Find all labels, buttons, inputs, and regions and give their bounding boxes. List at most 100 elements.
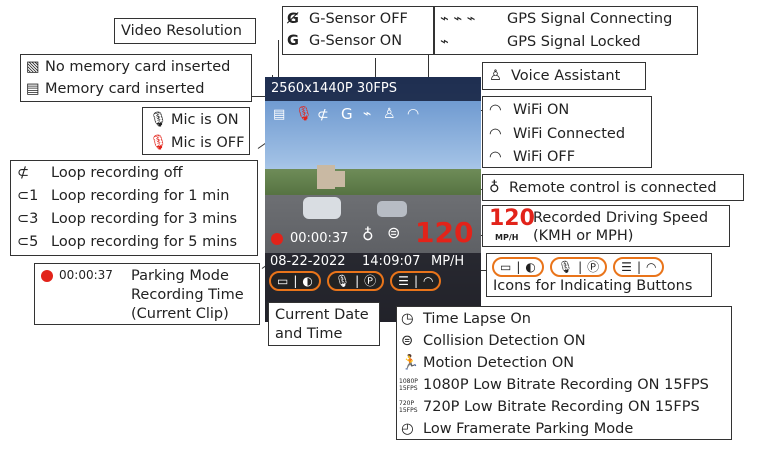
callout-remote: ♁ Remote control is connected: [482, 174, 744, 201]
voice-assistant-icon: ♙: [383, 106, 396, 122]
mic-icon: 🎙: [557, 260, 574, 274]
speed-value: 120: [489, 206, 535, 231]
card-icon: ▤: [26, 81, 40, 97]
loop-3-icon: ⊂3: [17, 211, 39, 227]
camera-icon: ▭: [500, 260, 512, 274]
callout-text: GPS Signal Locked: [507, 34, 641, 50]
callout-text: Voice Assistant: [511, 68, 621, 84]
callout-voice-assistant: ♙ Voice Assistant: [482, 62, 646, 90]
wifi-connected-icon: ◠: [489, 126, 502, 142]
callout-text: Recorded Driving Speed: [533, 210, 709, 226]
gps-locked-icon: ⌁: [440, 34, 449, 50]
callout-text: (Current Clip): [131, 306, 229, 322]
callout-memory-card: ▧ No memory card inserted ▤ Memory card …: [20, 54, 252, 102]
motion-icon: 🏃: [401, 355, 420, 371]
callout-modes: ◷ Time Lapse On ⊜ Collision Detection ON…: [396, 306, 732, 440]
callout-text: Low Framerate Parking Mode: [423, 421, 634, 437]
speed-unit: MP/H: [495, 233, 519, 242]
screen-button-menu[interactable]: ☰|◠: [390, 271, 442, 291]
collision-icon: ⊜: [387, 223, 401, 242]
callout-text: GPS Signal Connecting: [507, 11, 673, 27]
speed-readout: 120: [415, 216, 474, 249]
callout-text: Motion Detection ON: [423, 355, 575, 371]
loop-1-icon: ⊂1: [17, 188, 39, 204]
wifi-on-icon: ◠: [489, 102, 502, 118]
no-card-icon: ▧: [26, 59, 40, 75]
timelapse-icon: ◷: [401, 311, 414, 327]
mic-off-icon: 🎙: [149, 135, 168, 151]
menu-icon: ☰: [621, 260, 632, 274]
legend-button-camera: ▭|◐: [492, 257, 544, 277]
callout-text: 720P Low Bitrate Recording ON 15FPS: [423, 399, 700, 415]
legend-button-menu: ☰|◠: [613, 257, 665, 277]
screen-button-mic[interactable]: 🎙|Ⓟ: [326, 271, 385, 291]
parking-icon: Ⓟ: [587, 260, 600, 274]
legend-button-mic: 🎙|Ⓟ: [549, 257, 608, 277]
car-icon: [303, 197, 341, 219]
callout-text: Loop recording off: [51, 165, 183, 181]
building: [317, 165, 335, 189]
callout-text: No memory card inserted: [45, 59, 231, 75]
wifi-off-icon: ◠: [489, 149, 502, 165]
menu-icon: ☰: [398, 274, 409, 288]
gsensor-off-icon: G̸: [287, 11, 299, 27]
gsensor-icon: G: [341, 105, 353, 123]
callout-wifi: ◠ WiFi ON ◠ WiFi Connected ◠ WiFi OFF: [482, 96, 652, 168]
remote-icon: ♁: [362, 225, 374, 244]
callout-parking: 00:00:37 Parking Mode Recording Time (Cu…: [34, 263, 260, 325]
wifi-icon: ◠: [422, 274, 434, 288]
mic-icon: 🎙: [334, 274, 351, 288]
callout-text: Loop recording for 3 mins: [51, 211, 238, 227]
memory-card-icon: ▤: [273, 107, 286, 122]
screen-button-bar: ▭|◐ 🎙|Ⓟ ☰|◠: [269, 271, 442, 291]
callout-text: G-Sensor ON: [309, 33, 403, 49]
low-framerate-icon: ◴: [401, 421, 414, 437]
loop-off-icon: ⊄: [17, 165, 30, 181]
legend-button-bar: ▭|◐ 🎙|Ⓟ ☰|◠: [492, 257, 665, 277]
callout-mic: 🎙 Mic is ON 🎙 Mic is OFF: [142, 107, 250, 155]
callout-text: Time Lapse On: [423, 311, 531, 327]
collision-icon: ⊜: [401, 333, 414, 349]
callout-text: WiFi Connected: [513, 126, 626, 142]
mic-off-icon: 🎙: [295, 106, 313, 122]
callout-gps: ⌁ ⌁ ⌁ GPS Signal Connecting ⌁ GPS Signal…: [434, 6, 698, 55]
callout-text: 1080P Low Bitrate Recording ON 15FPS: [423, 377, 709, 393]
contrast-icon: ◐: [302, 274, 313, 288]
callout-date-time: Current Date and Time: [268, 302, 380, 346]
callout-text: WiFi ON: [513, 102, 570, 118]
camera-icon: ▭: [277, 274, 289, 288]
loop-off-icon: ⊄: [317, 107, 329, 123]
dashcam-screen: 2560x1440P 30FPS ▤ 🎙 ⊄ G ⌁ ♙ ◠ 00:00:37 …: [265, 77, 481, 322]
callout-text: Remote control is connected: [509, 180, 717, 196]
mic-on-icon: 🎙: [149, 112, 168, 128]
callout-speed: 120 MP/H Recorded Driving Speed (KMH or …: [482, 205, 730, 247]
date-readout: 08-22-2022: [270, 254, 346, 269]
screen-button-camera[interactable]: ▭|◐: [269, 271, 321, 291]
callout-text: Loop recording for 1 min: [51, 188, 230, 204]
callout-gsensor: G̸ G-Sensor OFF G G-Sensor ON: [282, 6, 434, 55]
parking-icon: Ⓟ: [364, 274, 377, 288]
callout-text: Memory card inserted: [45, 81, 205, 97]
wifi-icon: ◠: [407, 106, 420, 122]
callout-text: Mic is OFF: [171, 135, 245, 151]
callout-text: WiFi OFF: [513, 149, 576, 165]
callout-text: Parking Mode: [131, 268, 229, 284]
remote-icon: ♁: [489, 180, 500, 196]
callout-text: Video Resolution: [121, 23, 242, 39]
gsensor-on-icon: G: [287, 33, 299, 49]
loop-5-icon: ⊂5: [17, 234, 39, 250]
rec-time: 00:00:37: [290, 231, 349, 246]
callout-loop-recording: ⊄ Loop recording off ⊂1 Loop recording f…: [10, 160, 258, 256]
building: [333, 171, 345, 187]
callout-text: Collision Detection ON: [423, 333, 586, 349]
voice-assistant-icon: ♙: [489, 68, 502, 84]
record-dot-icon: [271, 233, 283, 245]
callout-text: Current Date: [275, 307, 369, 323]
gps-icon: ⌁: [363, 106, 372, 122]
screen-topbar: [265, 77, 481, 101]
callout-text: Loop recording for 5 mins: [51, 234, 238, 250]
callout-text: Recording Time: [131, 287, 244, 303]
callout-text: G-Sensor OFF: [309, 11, 408, 27]
